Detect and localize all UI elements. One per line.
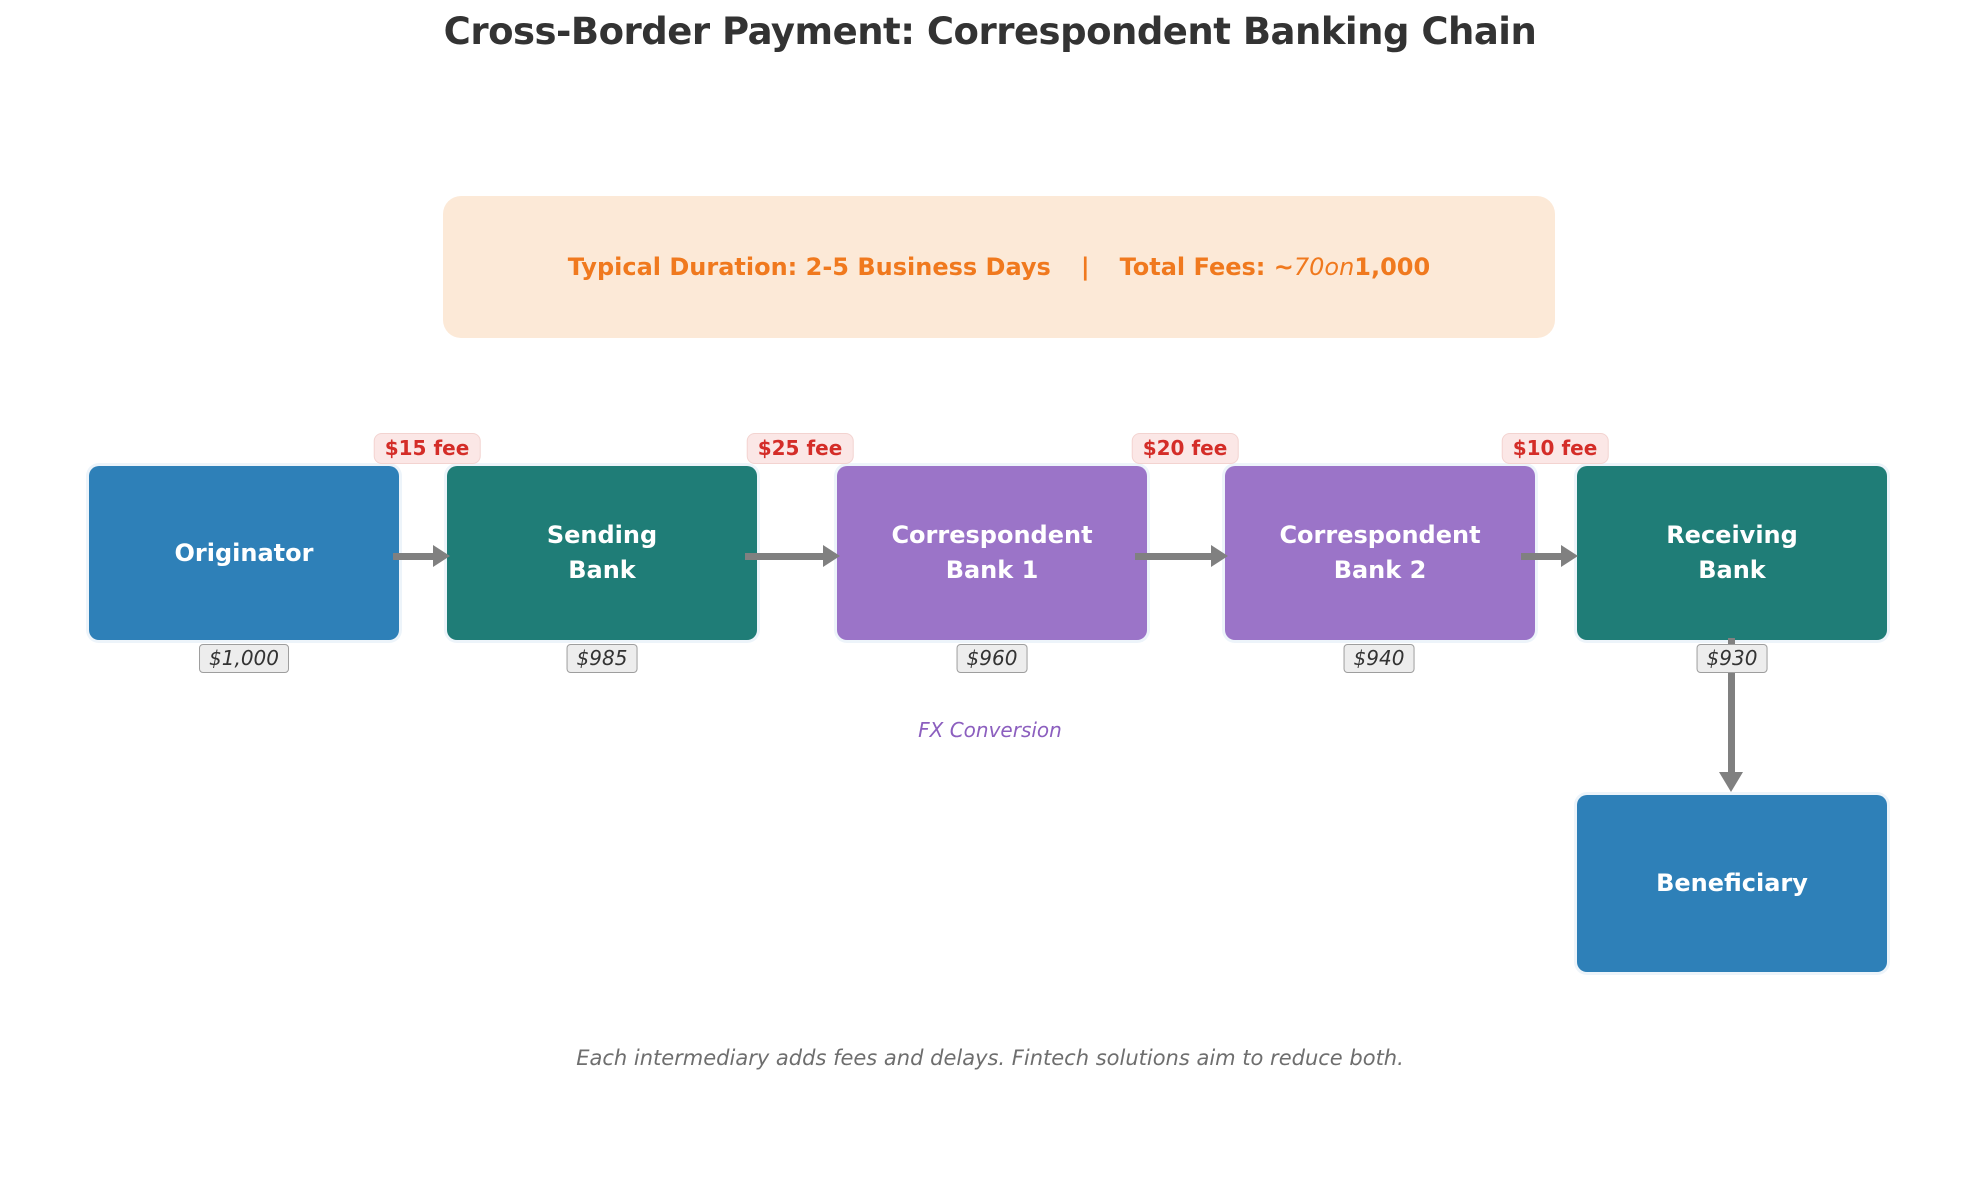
fee-badge: $25 fee	[746, 433, 854, 464]
amount-badge: $1,000	[199, 644, 289, 673]
fee-badge: $15 fee	[373, 433, 481, 464]
banner-separator: |	[1080, 253, 1090, 281]
amount-badge: $985	[566, 644, 638, 673]
node-correspondent-bank-1: Correspondent Bank 1	[837, 466, 1147, 640]
arrowhead-down-icon	[1719, 772, 1743, 792]
node-beneficiary-label: Beneficiary	[1656, 869, 1808, 898]
amount-badge: $960	[956, 644, 1028, 673]
arrow-cb1-to-cb2	[1135, 553, 1213, 560]
banner-duration-text: Typical Duration: 2-5 Business Days	[567, 253, 1051, 281]
banner-fees-suffix: 1,000	[1354, 253, 1431, 281]
node-originator-label: Originator	[174, 538, 314, 567]
arrow-originator-to-sending	[393, 553, 435, 560]
fee-badge: $10 fee	[1501, 433, 1609, 464]
summary-banner: Typical Duration: 2-5 Business Days | Tota…	[443, 196, 1555, 338]
node-receiving-bank: Receiving Bank	[1577, 466, 1887, 640]
node-sending-bank-label: Sending Bank	[546, 521, 658, 584]
node-beneficiary: Beneficiary	[1577, 795, 1887, 972]
arrow-receiving-to-beneficiary	[1728, 638, 1735, 774]
node-correspondent-bank-2: Correspondent Bank 2	[1225, 466, 1535, 640]
arrowhead-right-icon	[433, 545, 450, 567]
amount-badge: $940	[1343, 644, 1415, 673]
arrowhead-right-icon	[823, 545, 840, 567]
amount-badge: $930	[1696, 644, 1768, 673]
arrowhead-right-icon	[1211, 545, 1228, 567]
node-originator: Originator	[89, 466, 399, 640]
fee-badge: $20 fee	[1131, 433, 1239, 464]
node-correspondent-bank-1-label: Correspondent Bank 1	[891, 521, 1093, 584]
page-title: Cross-Border Payment: Correspondent Bank…	[443, 10, 1537, 53]
node-sending-bank: Sending Bank	[447, 466, 757, 640]
arrow-cb2-to-receiving	[1521, 553, 1563, 560]
node-receiving-bank-label: Receiving Bank	[1666, 521, 1798, 584]
arrow-sending-to-cb1	[745, 553, 825, 560]
banner-fees-math-text: 70on	[1293, 253, 1355, 281]
arrowhead-right-icon	[1561, 545, 1578, 567]
fx-conversion-annotation: FX Conversion	[918, 718, 1062, 742]
footer-note: Each intermediary adds fees and delays. …	[576, 1046, 1404, 1070]
node-correspondent-bank-2-label: Correspondent Bank 2	[1279, 521, 1481, 584]
banner-fees-prefix: Total Fees: ~	[1119, 253, 1294, 281]
